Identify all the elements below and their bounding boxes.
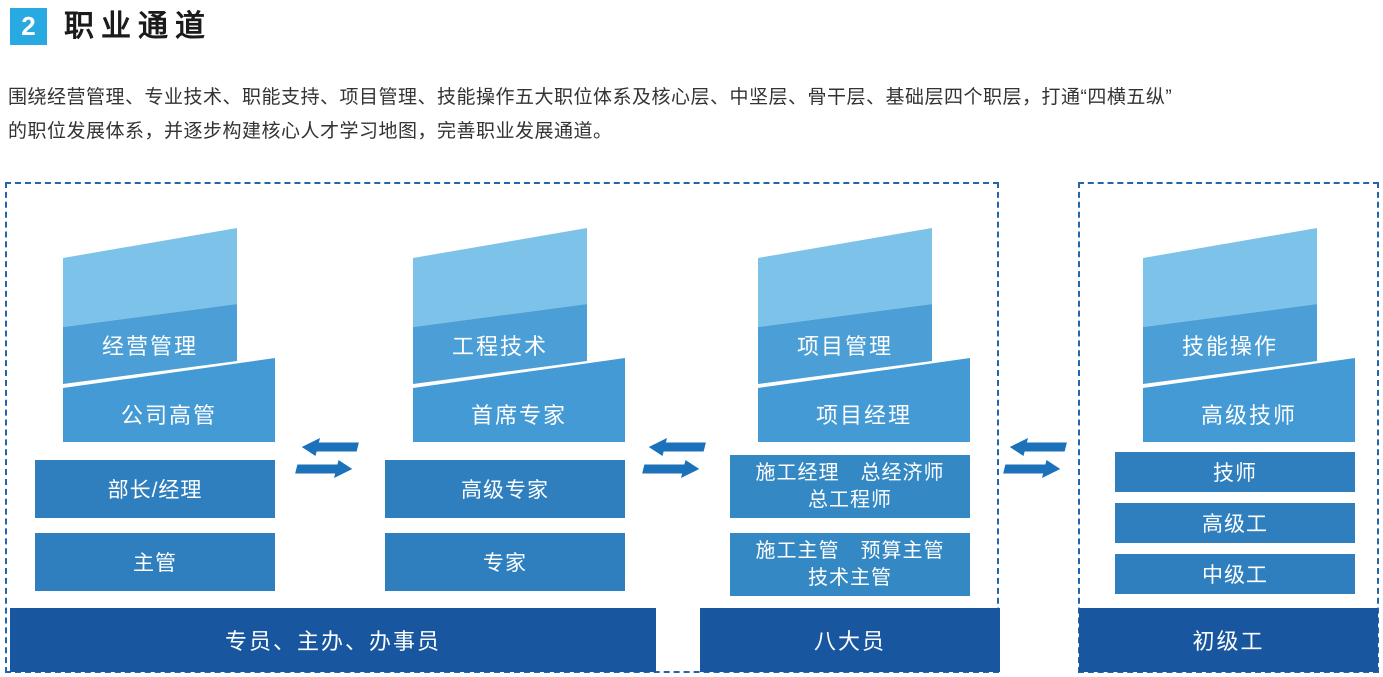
ribbon-band-2 <box>1143 358 1355 442</box>
section-number-badge: 2 <box>10 8 47 45</box>
section-title: 职业通道 <box>64 10 212 43</box>
senior-label: 公司高管 <box>120 403 217 428</box>
ribbon-flag-icon <box>758 228 970 442</box>
career-column-project: 项目管理 项目经理 施工经理 总经济师 总工程师 施工主管 预算主管 技术主管 <box>730 228 970 598</box>
level-line: 技术主管 <box>808 566 892 589</box>
level-block: 施工主管 预算主管 技术主管 <box>730 533 970 596</box>
arrow-right <box>642 460 700 478</box>
ribbon-band-2 <box>758 358 970 442</box>
flag-label: 技能操作 <box>1181 334 1278 359</box>
ribbon-top-fold <box>1143 228 1317 327</box>
ribbon-band-1 <box>758 304 932 384</box>
ribbon-flag-icon <box>413 228 625 442</box>
base-level-bar: 八大员 <box>700 608 1000 672</box>
ribbon-band-1 <box>1143 304 1317 384</box>
exchange-arrows-icon <box>642 438 706 478</box>
arrow-left <box>301 438 359 456</box>
career-column-management: 经营管理 公司高管 部长/经理 主管 <box>35 228 275 598</box>
ribbon-band-2 <box>413 358 625 442</box>
intro-paragraph: 围绕经营管理、专业技术、职能支持、项目管理、技能操作五大职位体系及核心层、中坚层… <box>8 81 1380 149</box>
ribbon-band-1 <box>413 304 587 384</box>
level-block: 高级专家 <box>385 460 625 518</box>
arrow-right <box>295 460 353 478</box>
flag-label: 项目管理 <box>796 334 893 359</box>
senior-label: 项目经理 <box>815 403 912 428</box>
ribbon-band-1 <box>63 304 237 384</box>
exchange-arrows-icon <box>1003 438 1067 478</box>
arrow-right <box>1003 460 1061 478</box>
ribbon-flag-icon <box>63 228 275 442</box>
level-line: 总工程师 <box>808 488 892 511</box>
flag-label: 工程技术 <box>451 334 548 359</box>
level-block: 部长/经理 <box>35 460 275 518</box>
ribbon-flag-icon <box>1143 228 1355 442</box>
intro-line-2: 的职位发展体系，并逐步构建核心人才学习地图，完善职业发展通道。 <box>8 121 613 142</box>
level-block: 施工经理 总经济师 总工程师 <box>730 455 970 518</box>
level-block: 高级工 <box>1115 503 1355 543</box>
ribbon-band-2 <box>63 358 275 442</box>
ribbon-top-fold <box>63 228 237 327</box>
career-column-skills: 技能操作 高级技师 技师 高级工 中级工 <box>1115 228 1355 598</box>
base-level-bar: 初级工 <box>1079 608 1378 672</box>
level-line: 施工经理 总经济师 <box>755 461 945 484</box>
ribbon-top-fold <box>758 228 932 327</box>
career-column-engineering: 工程技术 首席专家 高级专家 专家 <box>385 228 625 598</box>
senior-label: 首席专家 <box>470 403 567 428</box>
flag-label: 经营管理 <box>101 334 198 359</box>
arrow-left <box>648 438 706 456</box>
career-panel-main <box>5 182 999 673</box>
level-block: 技师 <box>1115 452 1355 492</box>
level-block: 专家 <box>385 533 625 591</box>
arrow-left <box>1009 438 1067 456</box>
senior-label: 高级技师 <box>1200 403 1297 428</box>
level-block: 中级工 <box>1115 554 1355 594</box>
level-line: 施工主管 预算主管 <box>755 539 945 562</box>
exchange-arrows-icon <box>295 438 359 478</box>
intro-line-1: 围绕经营管理、专业技术、职能支持、项目管理、技能操作五大职位体系及核心层、中坚层… <box>8 87 1173 108</box>
base-level-bar: 专员、主办、办事员 <box>10 608 656 672</box>
ribbon-top-fold <box>413 228 587 327</box>
level-block: 主管 <box>35 533 275 591</box>
career-panel-skills <box>1078 182 1379 673</box>
